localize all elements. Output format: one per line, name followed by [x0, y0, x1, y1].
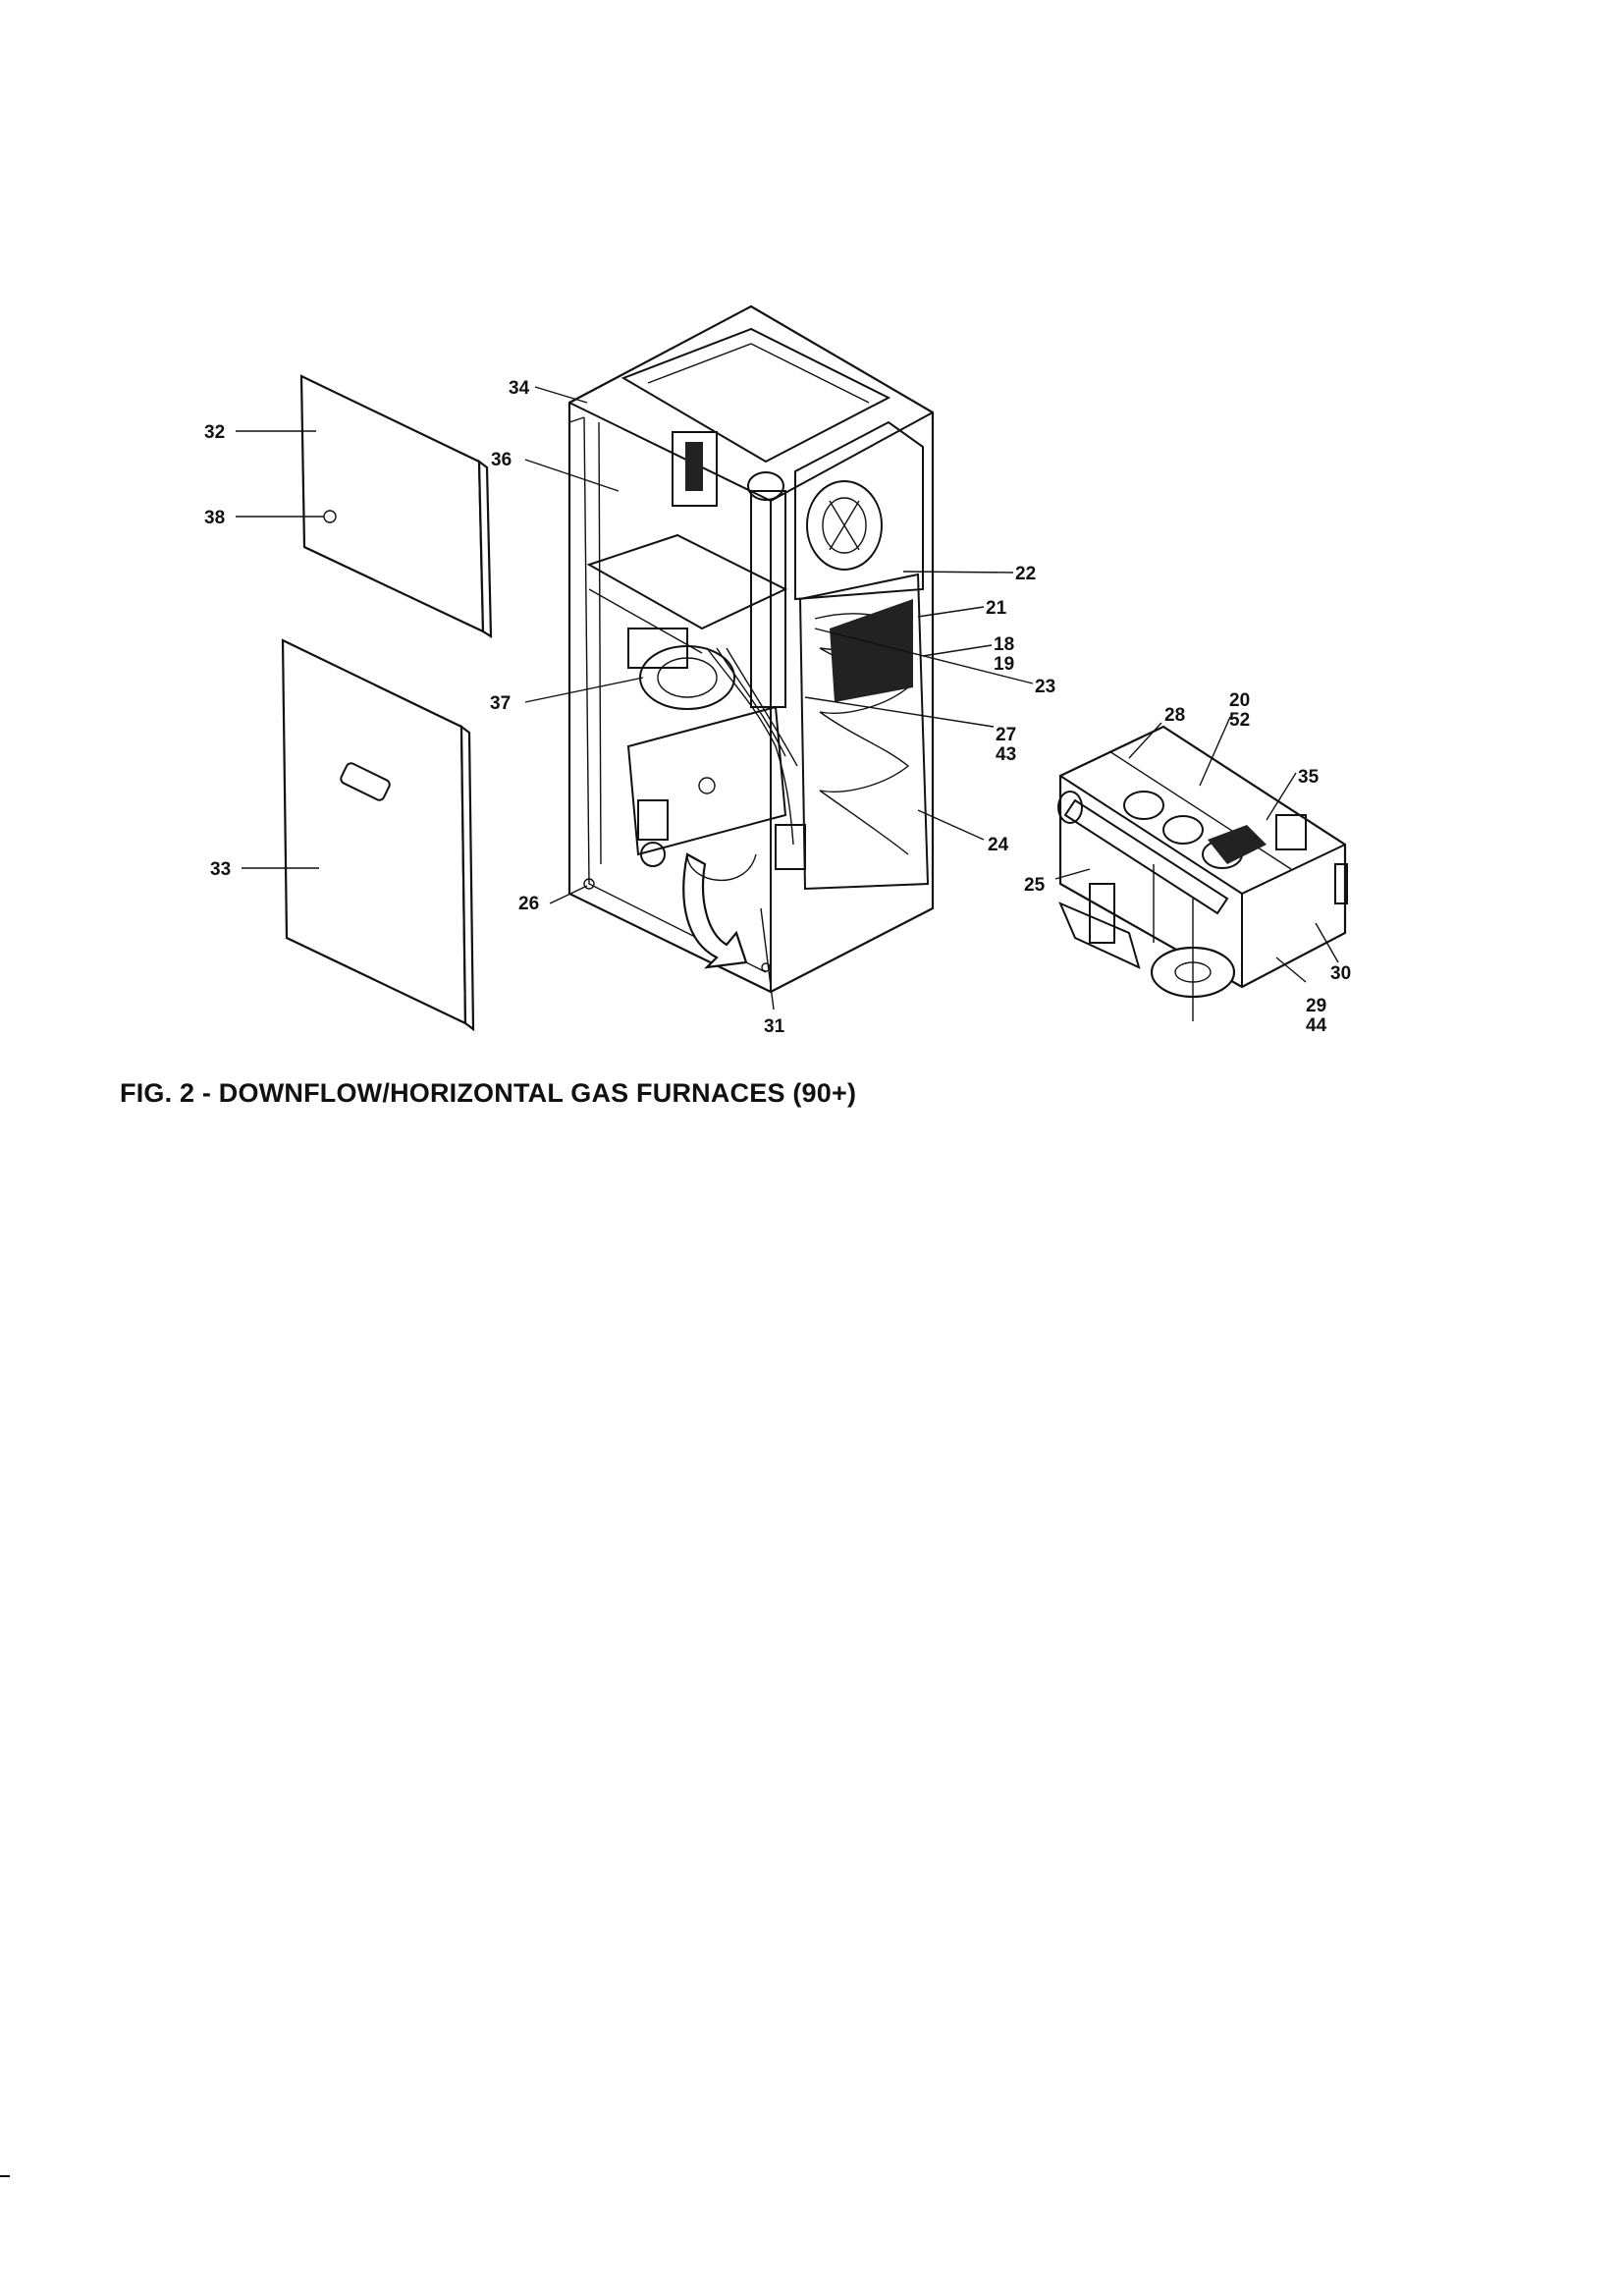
- callout-43: 43: [996, 744, 1016, 765]
- callout-20: 20: [1229, 690, 1250, 711]
- callout-22: 22: [1015, 564, 1036, 584]
- upper-door-panel: [299, 374, 493, 639]
- callout-25: 25: [1024, 875, 1046, 896]
- callout-18: 18: [994, 634, 1014, 655]
- callout-29: 29: [1306, 996, 1326, 1016]
- callout-21: 21: [986, 598, 1007, 619]
- callout-27: 27: [996, 725, 1016, 745]
- callout-31: 31: [764, 1016, 785, 1037]
- callout-36: 36: [491, 450, 512, 470]
- callout-44: 44: [1306, 1015, 1327, 1036]
- callout-38: 38: [204, 508, 225, 528]
- callout-numbers: 32 38 33 34 36 37 26 31 22 21 18 19 23 2…: [204, 378, 1351, 1037]
- callout-28: 28: [1164, 705, 1185, 726]
- callout-32: 32: [204, 422, 225, 443]
- lower-door-panel: [281, 638, 475, 1032]
- burner-assembly: [1057, 725, 1348, 1021]
- callout-26: 26: [518, 894, 539, 914]
- callout-30: 30: [1330, 963, 1351, 984]
- callout-33: 33: [210, 859, 231, 880]
- callout-35: 35: [1298, 767, 1320, 788]
- callout-24: 24: [988, 835, 1009, 855]
- callout-34: 34: [509, 378, 530, 399]
- callout-leaders: [236, 386, 1339, 1011]
- callout-52: 52: [1229, 710, 1250, 731]
- furnace-cabinet: [567, 304, 935, 994]
- callout-19: 19: [994, 654, 1014, 675]
- callout-37: 37: [490, 693, 511, 714]
- callout-23: 23: [1035, 677, 1055, 697]
- figure-caption: FIG. 2 - DOWNFLOW/HORIZONTAL GAS FURNACE…: [120, 1078, 857, 1108]
